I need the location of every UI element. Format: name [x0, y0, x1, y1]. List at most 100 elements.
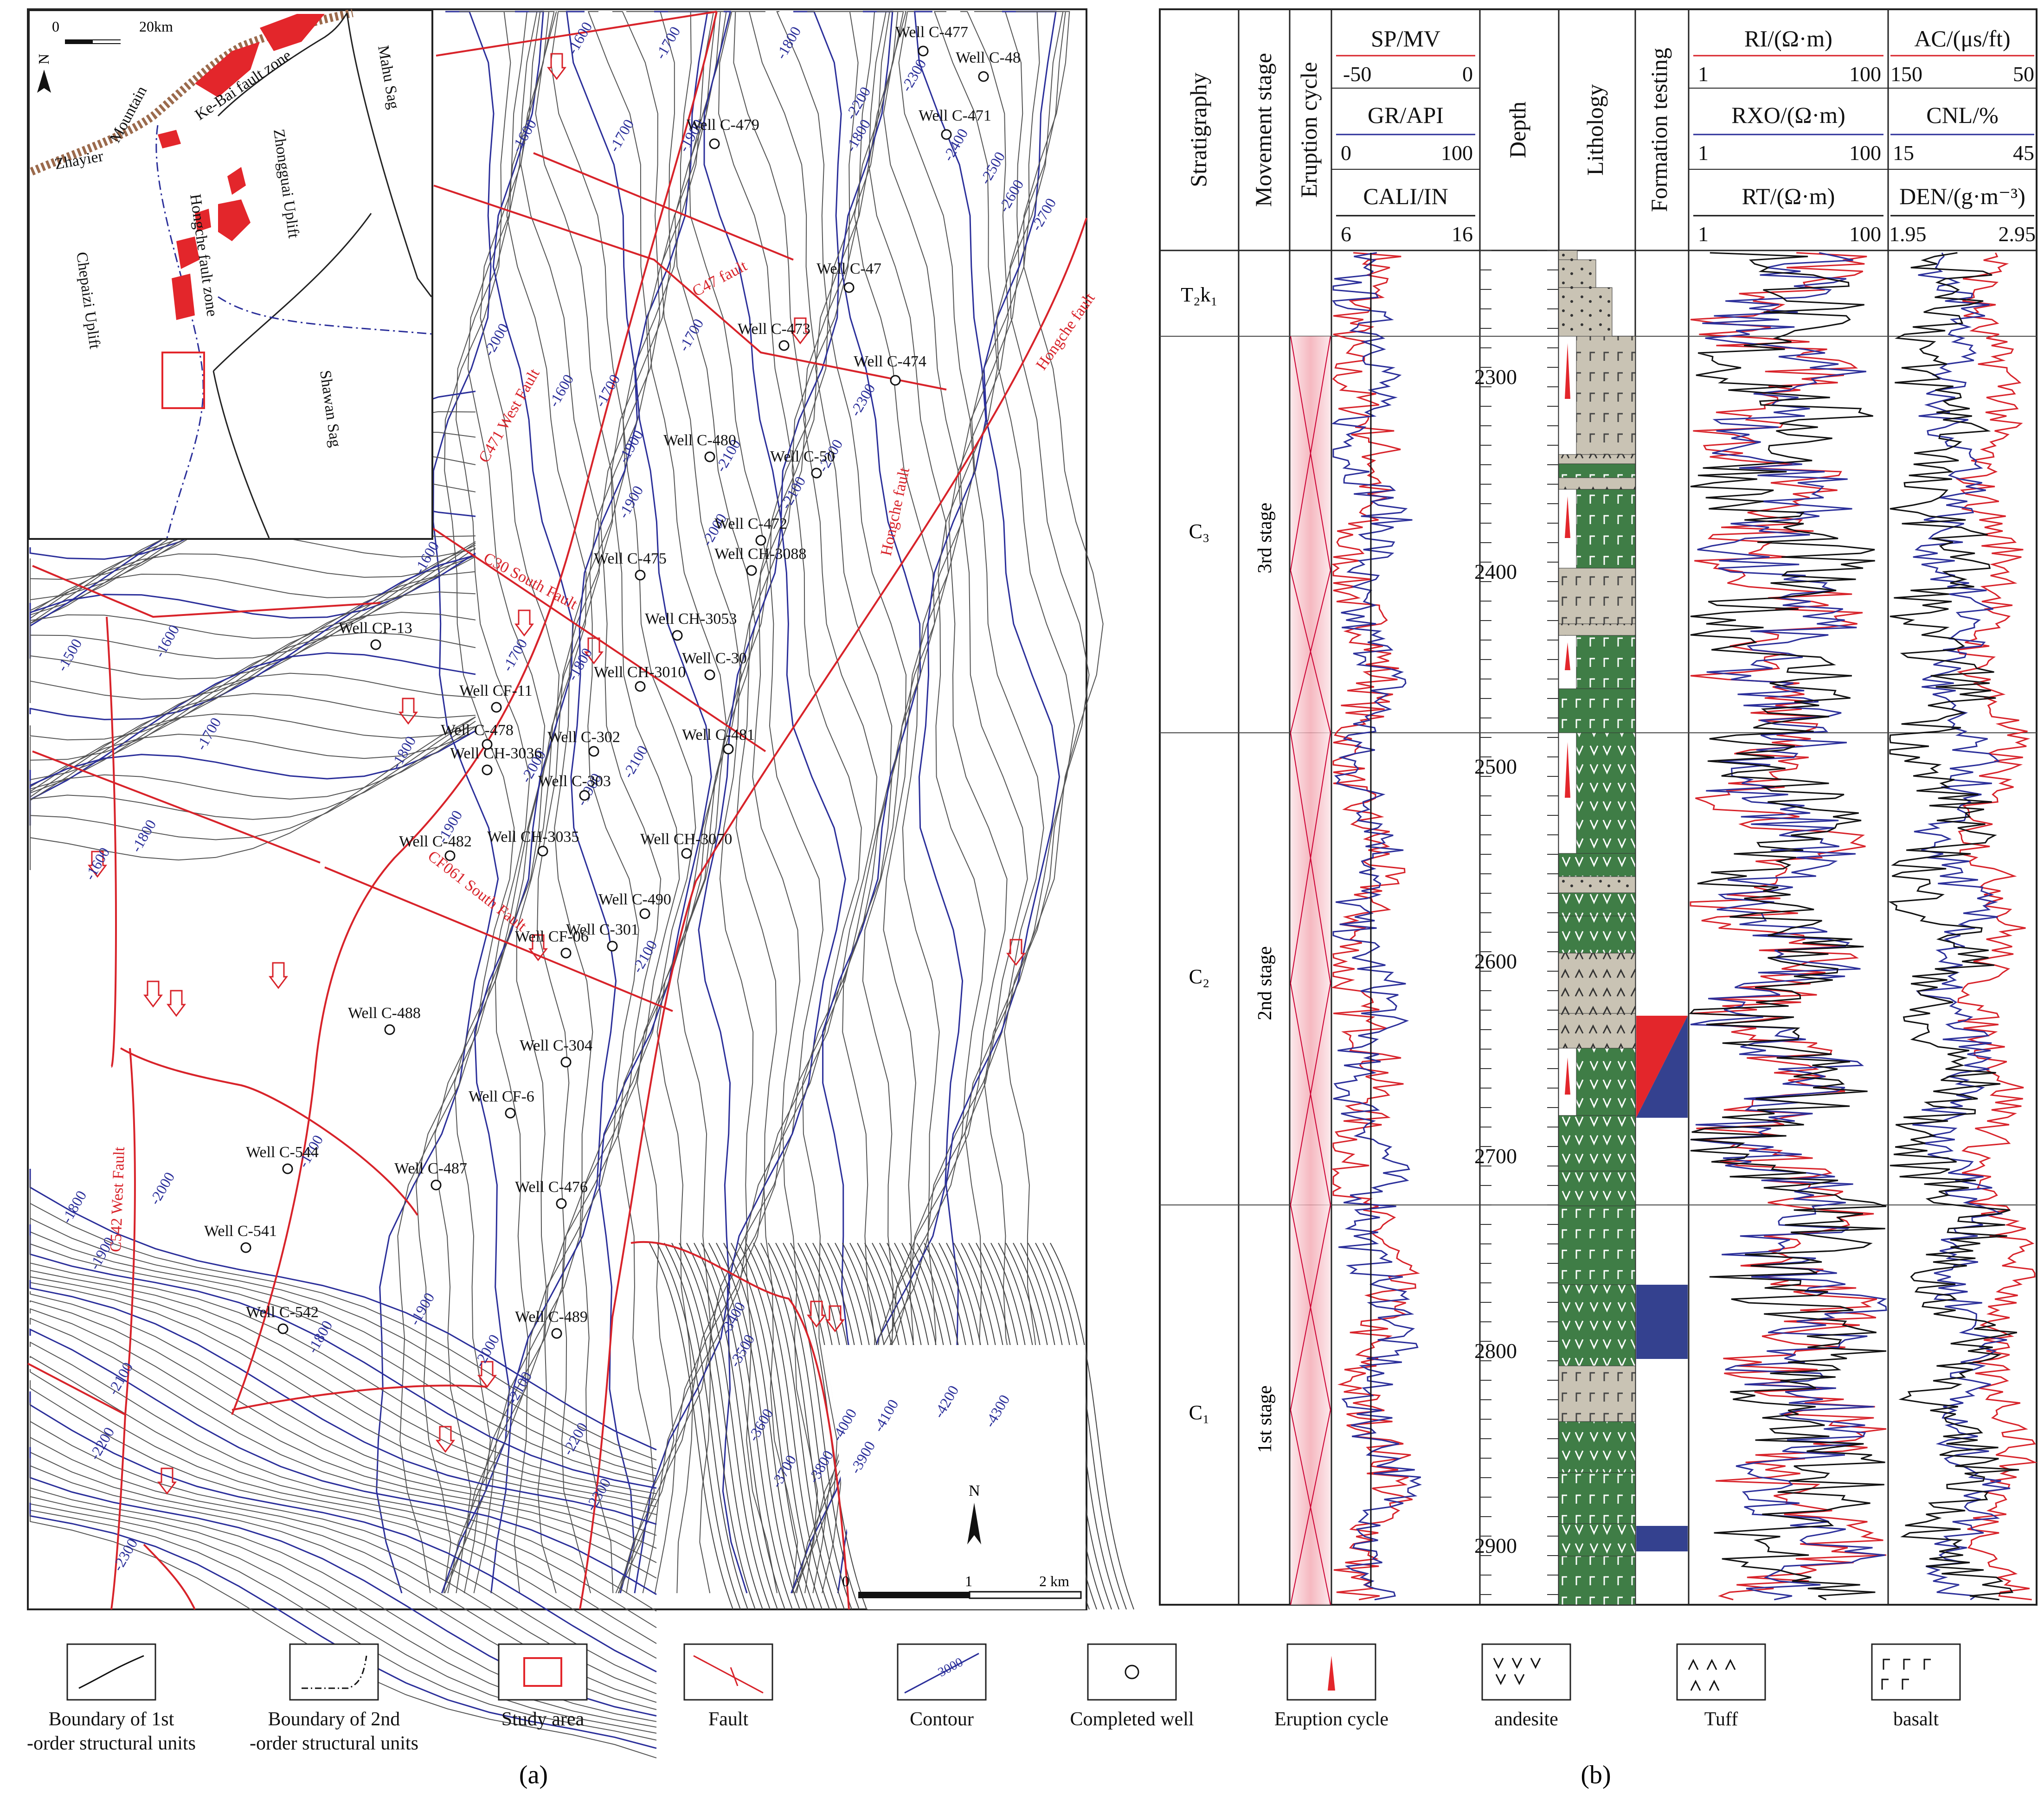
basalt-icon	[1881, 1659, 1931, 1690]
dense-contour-line	[760, 1243, 845, 1610]
contour-line	[676, 11, 818, 1594]
den-min: 1.95	[1889, 222, 1927, 246]
inset-boundary-line	[346, 13, 432, 297]
contour-line	[30, 1291, 657, 1536]
contour-line	[29, 1391, 657, 1672]
stratum-c1: C₁	[1189, 1401, 1210, 1424]
stratum-c3: C₃	[1189, 520, 1210, 543]
header-eruption-cycle: Eruption cycle	[1296, 62, 1322, 198]
legend-box	[897, 1643, 987, 1701]
contour-line	[812, 11, 962, 1594]
ri-curve	[1690, 252, 1887, 1601]
well-label: Well CH-3053	[645, 610, 737, 628]
well-marker	[843, 282, 855, 293]
contour-line	[804, 11, 949, 1594]
fault-arrow	[436, 1426, 455, 1453]
well-label: Well CH-3070	[640, 831, 732, 848]
contour-line	[30, 1469, 657, 1728]
contour-line	[514, 11, 649, 1594]
contour-line	[30, 720, 476, 848]
stratum-c2: C₂	[1189, 965, 1210, 988]
ac-header: AC/(μs/ft)	[1914, 26, 2010, 51]
well-label: Well C-301	[566, 921, 639, 938]
eruption-cycle-icon	[1328, 1656, 1335, 1691]
well-label: Well CP-13	[339, 620, 412, 637]
contour-line	[456, 11, 600, 1594]
rxo-curve	[1690, 252, 1887, 1601]
fault-line	[106, 616, 117, 1068]
fault-line	[630, 1241, 850, 1610]
fault-arrow	[547, 53, 566, 80]
contour-line	[908, 11, 1028, 1594]
contour-line	[763, 11, 878, 1594]
well-label: Well C-490	[598, 891, 671, 908]
formation-testing-column	[1636, 1016, 1688, 1551]
legend-label: Contour	[910, 1709, 974, 1730]
rt-min: 1	[1698, 222, 1709, 246]
den-max: 2.95	[1999, 222, 2036, 246]
fault-line	[579, 218, 1087, 1610]
contour-line	[561, 11, 680, 1594]
well-log-panel: Stratigraphy Movement stage Eruption cyc…	[1159, 8, 2038, 1606]
well-label: Well C-544	[246, 1144, 319, 1161]
contour-line	[967, 11, 1104, 1594]
dense-contour-line	[738, 1243, 823, 1610]
inset-second-order-boundary	[218, 296, 432, 335]
inset-boundary-line	[217, 13, 348, 117]
well-label: Well C-478	[441, 722, 514, 739]
boundary-2nd-icon	[302, 1655, 367, 1689]
well-marker	[560, 1057, 572, 1068]
well-label: Well C-481	[682, 726, 755, 743]
fault-arrow	[791, 317, 810, 345]
inset-boundary-line	[212, 371, 270, 538]
contour-line	[722, 11, 846, 1594]
contour-line	[29, 554, 476, 720]
legend-label-line: -order structural units	[27, 1733, 196, 1754]
depth-2800: 2800	[1474, 1339, 1517, 1363]
well-marker	[639, 908, 650, 919]
contour-line	[30, 1213, 657, 1483]
contour-line	[29, 652, 476, 801]
fault-arrow	[88, 851, 107, 878]
fault-line	[120, 1047, 418, 1216]
stage-3rd: 3rd stage	[1254, 503, 1276, 574]
ac-max: 50	[2013, 62, 2034, 86]
well-label: Well C-30	[682, 650, 747, 667]
dense-contour-line	[716, 1243, 800, 1610]
cnl-header: CNL/%	[1926, 102, 1999, 128]
depth-2900: 2900	[1474, 1534, 1517, 1557]
contour-line	[29, 1169, 657, 1451]
legend-box	[1676, 1643, 1766, 1701]
well-marker	[681, 848, 692, 859]
dense-contour-line	[731, 1243, 815, 1610]
well-marker	[482, 764, 493, 775]
contour-line	[964, 11, 1075, 1594]
track2-headers: RI/(Ω·m) 1 100 RXO/(Ω·m) 1 100 RT/(Ω·m) …	[1689, 26, 1888, 246]
contour-line	[30, 673, 476, 801]
fault-line	[231, 1384, 488, 1411]
legend-label: Fault	[708, 1709, 749, 1730]
legend-label-line: -order structural units	[250, 1733, 418, 1754]
contour-line	[30, 1317, 657, 1579]
well-marker	[723, 743, 734, 755]
fault-line	[110, 1414, 126, 1610]
well-label: Well C-475	[594, 550, 667, 567]
scale-tick-0: 0	[842, 1573, 849, 1589]
inset-boundary-line	[212, 213, 372, 372]
fault-arrow	[269, 962, 288, 989]
well-marker	[277, 1323, 289, 1334]
gr-max: 100	[1441, 141, 1473, 165]
well-marker	[444, 850, 456, 861]
fault-line	[436, 11, 717, 57]
header-formation-testing: Formation testing	[1646, 48, 1672, 212]
panel-b-caption: (b)	[1581, 1761, 1611, 1789]
rxo-max: 100	[1849, 141, 1881, 165]
north-label: N	[969, 1482, 980, 1499]
contour-line	[30, 1258, 657, 1507]
scale-tick-2km: 2 km	[1039, 1573, 1069, 1589]
stratum-t2k1: T₂k₁	[1181, 283, 1218, 306]
well-label: Well C-302	[547, 729, 620, 746]
contour-line	[30, 1269, 657, 1515]
ri-max: 100	[1849, 62, 1881, 86]
contour-line	[791, 11, 921, 1594]
